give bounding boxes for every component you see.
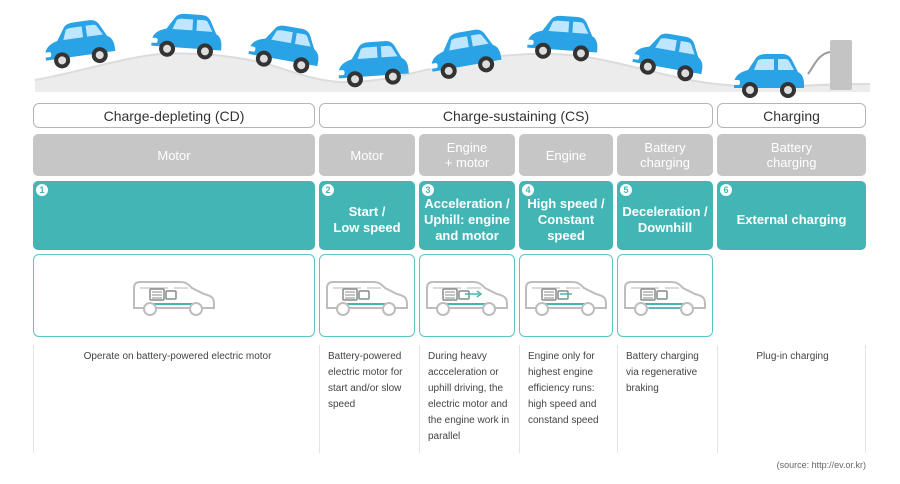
- condition-4: 4 High speed / Constant speed: [519, 181, 613, 250]
- power-source-2: Motor: [319, 134, 415, 176]
- description-4: Engine only for highest engine efficienc…: [519, 345, 617, 453]
- step-number-2: 2: [322, 184, 334, 196]
- condition-label-5: Deceleration / Downhill: [622, 203, 708, 235]
- car-icon: [429, 29, 502, 79]
- condition-5: 5 Deceleration / Downhill: [617, 181, 713, 250]
- power-source-5: Battery charging: [617, 134, 713, 176]
- mode-charging: Charging: [717, 103, 866, 128]
- powertrain-diagram-2: [319, 254, 415, 337]
- description-1: Operate on battery-powered electric moto…: [33, 345, 319, 453]
- description-2: Battery-powered electric motor for start…: [319, 345, 419, 453]
- description-6: Plug-in charging: [717, 345, 866, 453]
- car-powertrain-icon: [525, 280, 607, 316]
- condition-label-2: Start / Low speed: [333, 203, 401, 235]
- powertrain-diagram-3: [419, 254, 515, 337]
- car-icon: [336, 41, 409, 88]
- description-3: During heavy accceleration or uphill dri…: [419, 345, 519, 453]
- car-icon: [247, 25, 319, 74]
- car-icon: [631, 33, 703, 82]
- car-icon: [525, 15, 598, 62]
- mode-charge-depleting: Charge-depleting (CD): [33, 103, 315, 128]
- powertrain-diagram-4: [519, 254, 613, 337]
- source-note: (source: http://ev.or.kr): [776, 460, 866, 470]
- step-number-6: 6: [720, 184, 732, 196]
- step-number-4: 4: [522, 184, 534, 196]
- powertrain-diagram-1: [33, 254, 315, 337]
- condition-1: 1: [33, 181, 315, 250]
- condition-label-4: High speed / Constant speed: [527, 195, 605, 243]
- step-number-5: 5: [620, 184, 632, 196]
- condition-label-3: Acceleration / Uphill: engine and motor: [424, 195, 510, 243]
- power-source-6: Battery charging: [717, 134, 866, 176]
- power-source-4: Engine: [519, 134, 613, 176]
- power-source-3: Engine + motor: [419, 134, 515, 176]
- condition-2: 2 Start / Low speed: [319, 181, 415, 250]
- description-5: Battery charging via regenerative brakin…: [617, 345, 717, 453]
- car-powertrain-icon: [624, 280, 706, 316]
- powertrain-diagram-5: [617, 254, 713, 337]
- step-number-1: 1: [36, 184, 48, 196]
- car-icon: [149, 13, 222, 60]
- car-powertrain-icon: [426, 280, 508, 316]
- condition-6: 6 External charging: [717, 181, 866, 250]
- charging-station: [807, 40, 852, 90]
- power-source-1: Motor: [33, 134, 315, 176]
- mode-charge-sustaining: Charge-sustaining (CS): [319, 103, 713, 128]
- car-powertrain-icon: [326, 280, 408, 316]
- condition-3: 3 Acceleration / Uphill: engine and moto…: [419, 181, 515, 250]
- car-powertrain-icon: [133, 280, 215, 316]
- car-icon: [732, 54, 804, 98]
- condition-label-6: External charging: [736, 211, 847, 227]
- car-icon: [43, 20, 116, 69]
- step-number-3: 3: [422, 184, 434, 196]
